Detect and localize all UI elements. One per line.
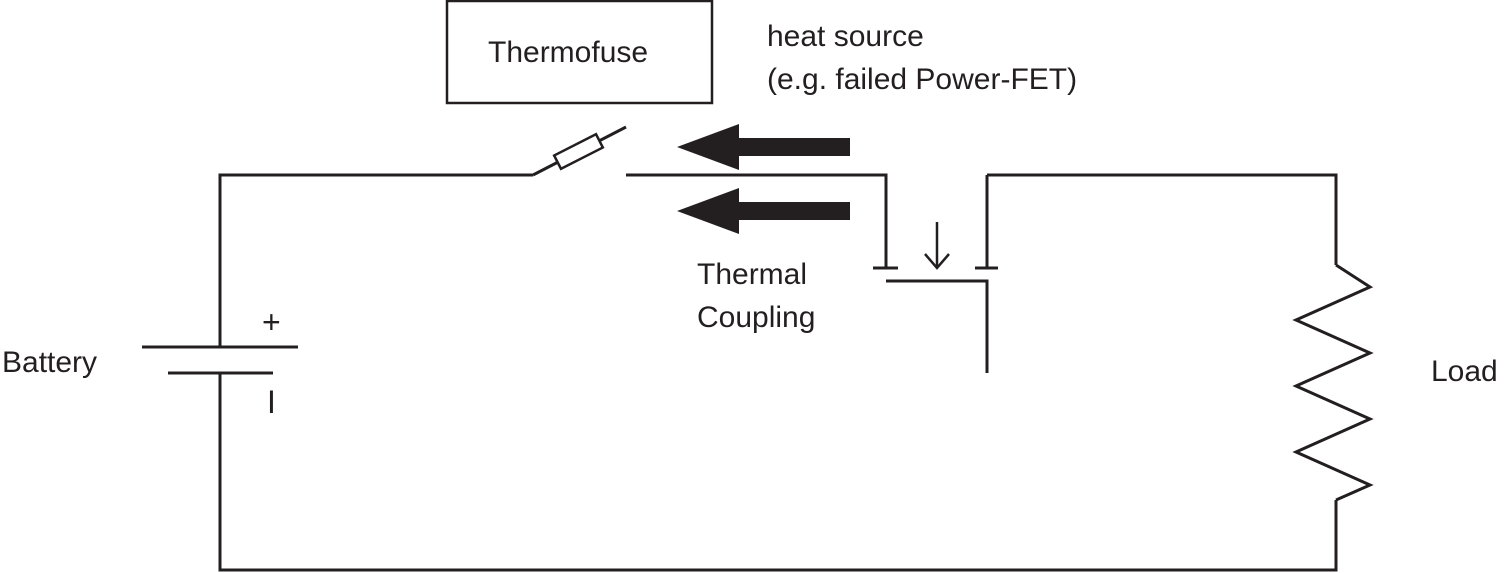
wire-top-left (218, 173, 533, 346)
load-resistor (1292, 263, 1374, 502)
fet-arrow-head (924, 253, 950, 270)
thermofuse-box (445, 0, 714, 105)
heat-source-label-line2: (e.g. failed Power-FET) (767, 63, 1078, 96)
battery-label: Battery (2, 346, 98, 379)
wire-fuse-to-fet (626, 173, 888, 268)
heat-arrow-top (677, 124, 850, 170)
heat-source-label-line1: heat source (767, 20, 924, 53)
wire-bottom (218, 373, 1338, 572)
fuse-element (552, 132, 605, 171)
fet-gate-line (886, 279, 989, 373)
heat-arrow-bottom (677, 188, 850, 234)
load-label: Load (1431, 355, 1498, 388)
wire-fet-to-load (987, 173, 1338, 265)
battery-minus-sign: I (267, 384, 276, 420)
thermal-coupling-label-line1: Thermal (697, 258, 808, 291)
battery-plus-sign: + (262, 304, 281, 340)
thermofuse-label: Thermofuse (488, 36, 649, 69)
thermal-coupling-label-line2: Coupling (697, 301, 816, 334)
